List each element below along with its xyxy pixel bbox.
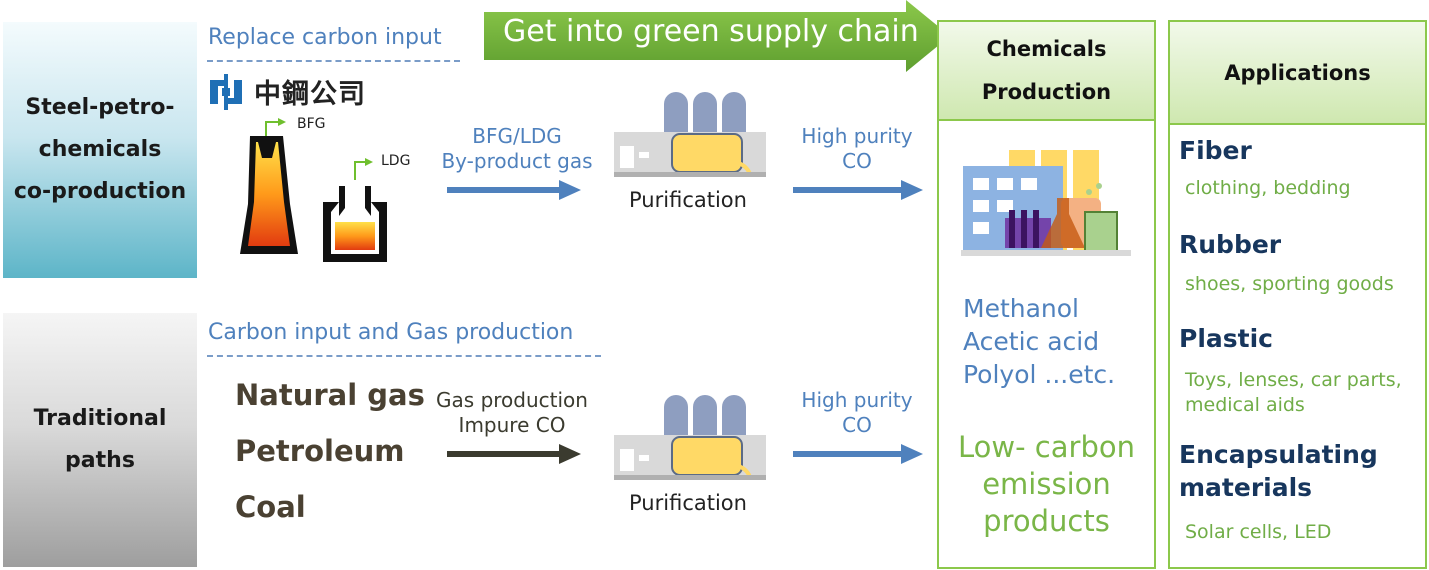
feedstock-natural-gas: Natural gas bbox=[235, 378, 425, 412]
feedstock-coal: Coal bbox=[235, 490, 306, 524]
chemicals-production-panel: Chemicals Production Methanol Acetic aci… bbox=[937, 20, 1156, 569]
application-plastic: Plastic bbox=[1179, 324, 1273, 353]
arrow-icon bbox=[447, 180, 581, 200]
traditional-section-title: Carbon input and Gas production bbox=[208, 320, 574, 345]
chemical-factory-icon bbox=[961, 150, 1131, 256]
application-fiber: Fiber bbox=[1179, 136, 1252, 165]
ldg-tag: LDG bbox=[381, 153, 411, 169]
green-supply-chain-arrow-icon bbox=[484, 0, 950, 72]
application-encapsulating: Encapsulating materials bbox=[1179, 440, 1378, 502]
chemical-product: Acetic acid bbox=[963, 327, 1100, 356]
chemicals-production-title: Chemicals Production bbox=[939, 22, 1154, 121]
csc-logo-text: 中鋼公司 bbox=[254, 79, 366, 110]
steel-purification-label: Purification bbox=[629, 188, 747, 212]
traditional-purification-label: Purification bbox=[629, 491, 747, 515]
application-rubber: Rubber bbox=[1179, 230, 1282, 259]
feedstock-petroleum: Petroleum bbox=[235, 434, 405, 468]
purification-plant-icon bbox=[614, 92, 766, 177]
bfg-tag: BFG bbox=[297, 116, 326, 132]
application-plastic-detail: Toys, lenses, car parts, medical aids bbox=[1185, 369, 1402, 416]
arrow-icon bbox=[793, 444, 923, 464]
csc-logo: 中鋼公司 bbox=[208, 72, 366, 111]
application-rubber-detail: shoes, sporting goods bbox=[1185, 273, 1394, 295]
csc-logo-icon bbox=[210, 73, 242, 110]
traditional-paths-label: Traditional paths bbox=[3, 313, 197, 567]
traditional-gas-label: Gas production Impure CO bbox=[436, 388, 588, 437]
steel-petrochemicals-label: Steel-petro- chemicals co-production bbox=[3, 22, 197, 278]
application-encapsulating-detail: Solar cells, LED bbox=[1185, 521, 1332, 543]
low-carbon-products-label: Low- carbon emission products bbox=[958, 430, 1135, 538]
steel-output-label: High purity CO bbox=[801, 124, 913, 173]
steel-section-title: Replace carbon input bbox=[208, 25, 442, 50]
steel-section-divider bbox=[207, 60, 460, 62]
arrow-icon bbox=[793, 180, 923, 200]
applications-panel: Applications Fiber clothing, bedding Rub… bbox=[1168, 20, 1427, 569]
chemical-product: Methanol bbox=[963, 294, 1080, 323]
arrow-icon bbox=[447, 444, 581, 464]
application-fiber-detail: clothing, bedding bbox=[1185, 177, 1351, 199]
steel-gas-label: BFG/LDG By-product gas bbox=[441, 124, 593, 173]
chemical-product: Polyol ...etc. bbox=[963, 360, 1116, 389]
traditional-output-label: High purity CO bbox=[801, 388, 913, 437]
traditional-section-divider bbox=[207, 355, 601, 357]
banner-text: Get into green supply chain bbox=[503, 14, 919, 49]
chemical-products-list: Methanol Acetic acid Polyol ...etc. bbox=[963, 292, 1115, 391]
purification-plant-icon bbox=[614, 395, 766, 480]
blast-furnace-icon bbox=[240, 118, 298, 254]
converter-icon bbox=[323, 158, 387, 262]
applications-title: Applications bbox=[1170, 22, 1425, 125]
